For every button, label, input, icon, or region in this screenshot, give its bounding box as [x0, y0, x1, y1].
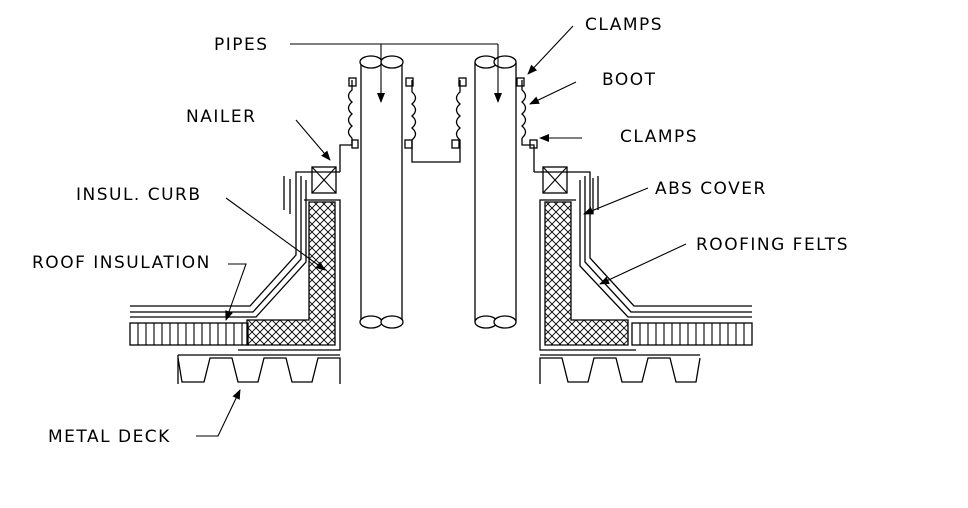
pipe-right	[474, 55, 517, 329]
label-boot: BOOT	[602, 70, 657, 90]
boot-left	[347, 77, 417, 152]
nailer-left	[311, 166, 337, 194]
pipe-left	[359, 55, 404, 329]
boot-right	[451, 77, 538, 152]
leader-lines	[196, 25, 687, 437]
label-clamps-top: CLAMPS	[585, 15, 663, 35]
nailer-right	[542, 166, 568, 194]
label-abs-cover: ABS COVER	[655, 179, 767, 199]
label-nailer: NAILER	[186, 107, 256, 127]
label-insul-curb: INSUL. CURB	[76, 185, 202, 205]
label-metal-deck: METAL DECK	[48, 427, 171, 447]
metal-deck-right	[539, 354, 701, 384]
insulation-curb-left	[238, 199, 341, 351]
label-pipes: PIPES	[214, 35, 269, 55]
callout-labels: PIPES CLAMPS BOOT CLAMPS NAILER INSUL. C…	[32, 15, 849, 447]
roofing-felts-left	[130, 171, 340, 318]
insulation-curb-right	[539, 199, 636, 351]
abs-cover	[339, 138, 535, 172]
label-roof-insulation: ROOF INSULATION	[32, 253, 211, 273]
label-roofing-felts: ROOFING FELTS	[696, 235, 849, 255]
roof-insulation-right	[631, 322, 753, 346]
roof-insulation-left	[129, 322, 249, 346]
label-clamps-lower: CLAMPS	[620, 127, 698, 147]
metal-deck-left	[177, 354, 341, 384]
